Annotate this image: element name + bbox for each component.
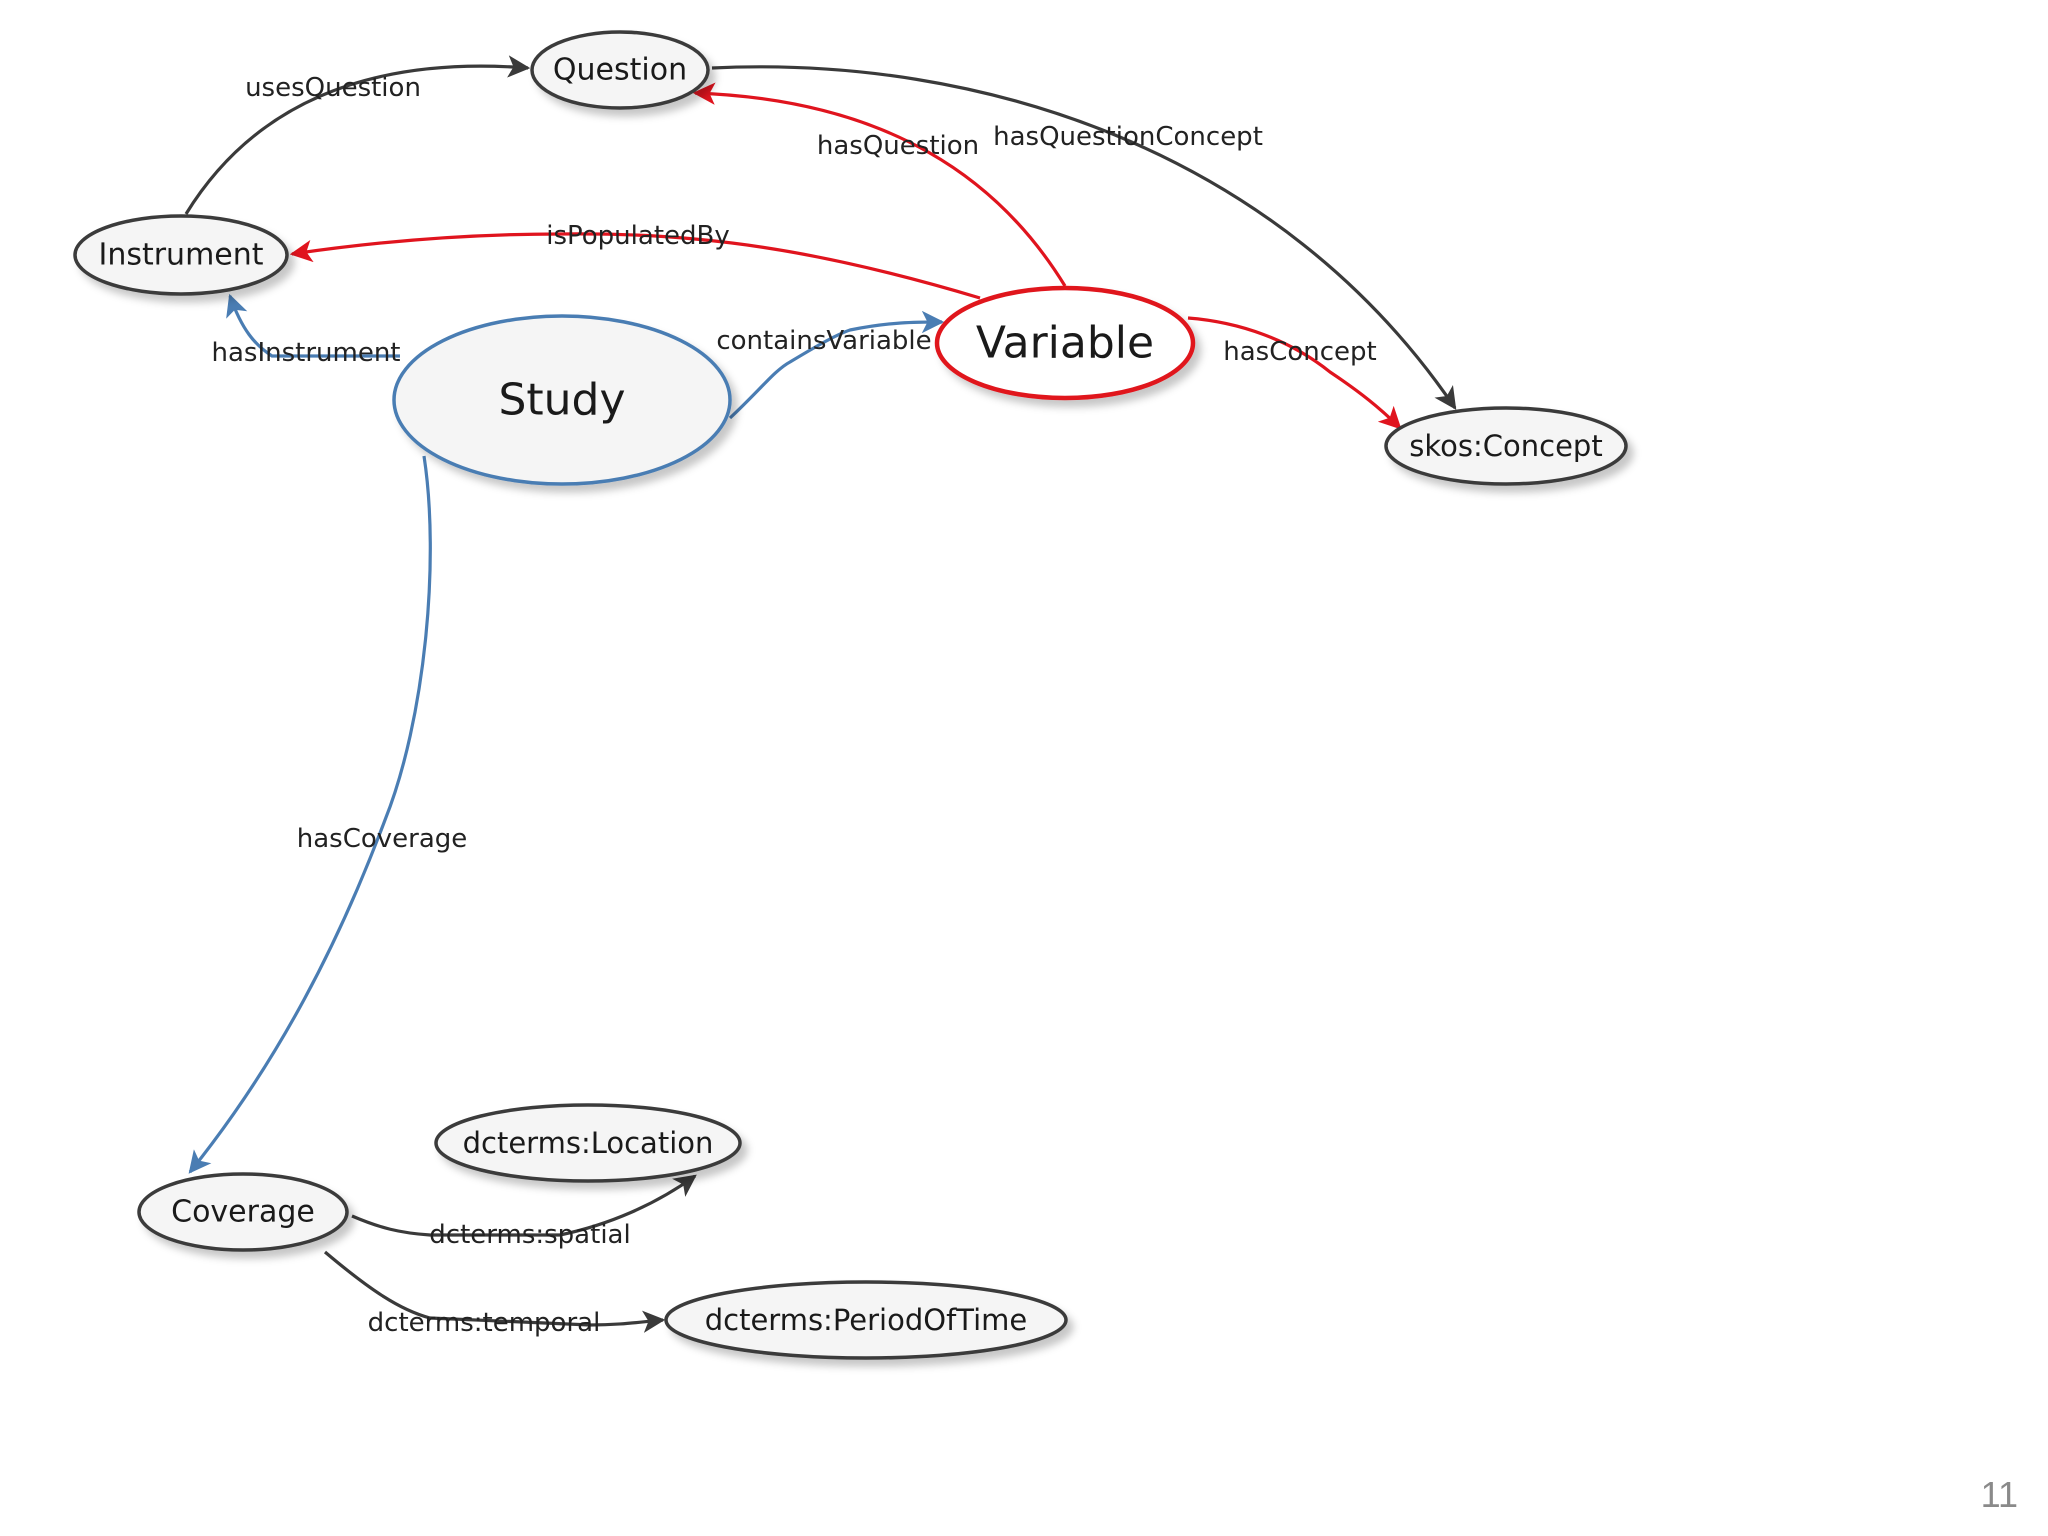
node-instrument: Instrument — [73, 214, 289, 296]
node-variable-label: Variable — [976, 318, 1154, 369]
node-instrument-label: Instrument — [98, 238, 263, 273]
page-number: 11 — [1980, 1474, 2018, 1515]
node-period-of-time: dcterms:PeriodOfTime — [664, 1280, 1068, 1360]
edge-label-has-coverage: hasCoverage — [297, 824, 468, 854]
node-coverage-label: Coverage — [171, 1195, 315, 1230]
edge-has-concept — [1187, 316, 1402, 430]
edge-label-has-question: hasQuestion — [817, 131, 979, 161]
edge-label-uses-question: usesQuestion — [245, 73, 421, 103]
node-period-of-time-label: dcterms:PeriodOfTime — [705, 1303, 1028, 1337]
edge-has-question-concept — [711, 65, 1457, 410]
node-question: Question — [530, 30, 710, 110]
node-coverage: Coverage — [137, 1172, 349, 1252]
edge-label-temporal: dcterms:temporal — [368, 1308, 601, 1338]
edge-label-has-concept: hasConcept — [1223, 337, 1377, 367]
edge-uses-question — [184, 55, 531, 215]
node-study-label: Study — [498, 375, 625, 426]
node-location: dcterms:Location — [434, 1103, 742, 1183]
edge-contains-variable — [728, 310, 945, 420]
edge-label-is-populated-by: isPopulatedBy — [546, 221, 730, 251]
edge-has-coverage — [188, 455, 432, 1174]
node-variable: Variable — [934, 285, 1196, 401]
edge-label-spatial: dcterms:spatial — [429, 1220, 630, 1250]
node-skos-concept-label: skos:Concept — [1409, 429, 1602, 463]
edge-has-question — [692, 82, 1067, 287]
edge-label-contains-variable: containsVariable — [716, 326, 931, 356]
edge-is-populated-by — [289, 232, 981, 300]
node-location-label: dcterms:Location — [463, 1126, 714, 1160]
node-skos-concept: skos:Concept — [1384, 406, 1628, 486]
node-study: Study — [392, 314, 732, 486]
edge-temporal — [323, 1250, 666, 1333]
node-question-label: Question — [553, 53, 687, 88]
edge-label-has-question-concept: hasQuestionConcept — [993, 122, 1263, 152]
edge-has-instrument — [226, 293, 400, 358]
edge-label-has-instrument: hasInstrument — [211, 338, 400, 368]
edge-spatial — [351, 1174, 697, 1237]
